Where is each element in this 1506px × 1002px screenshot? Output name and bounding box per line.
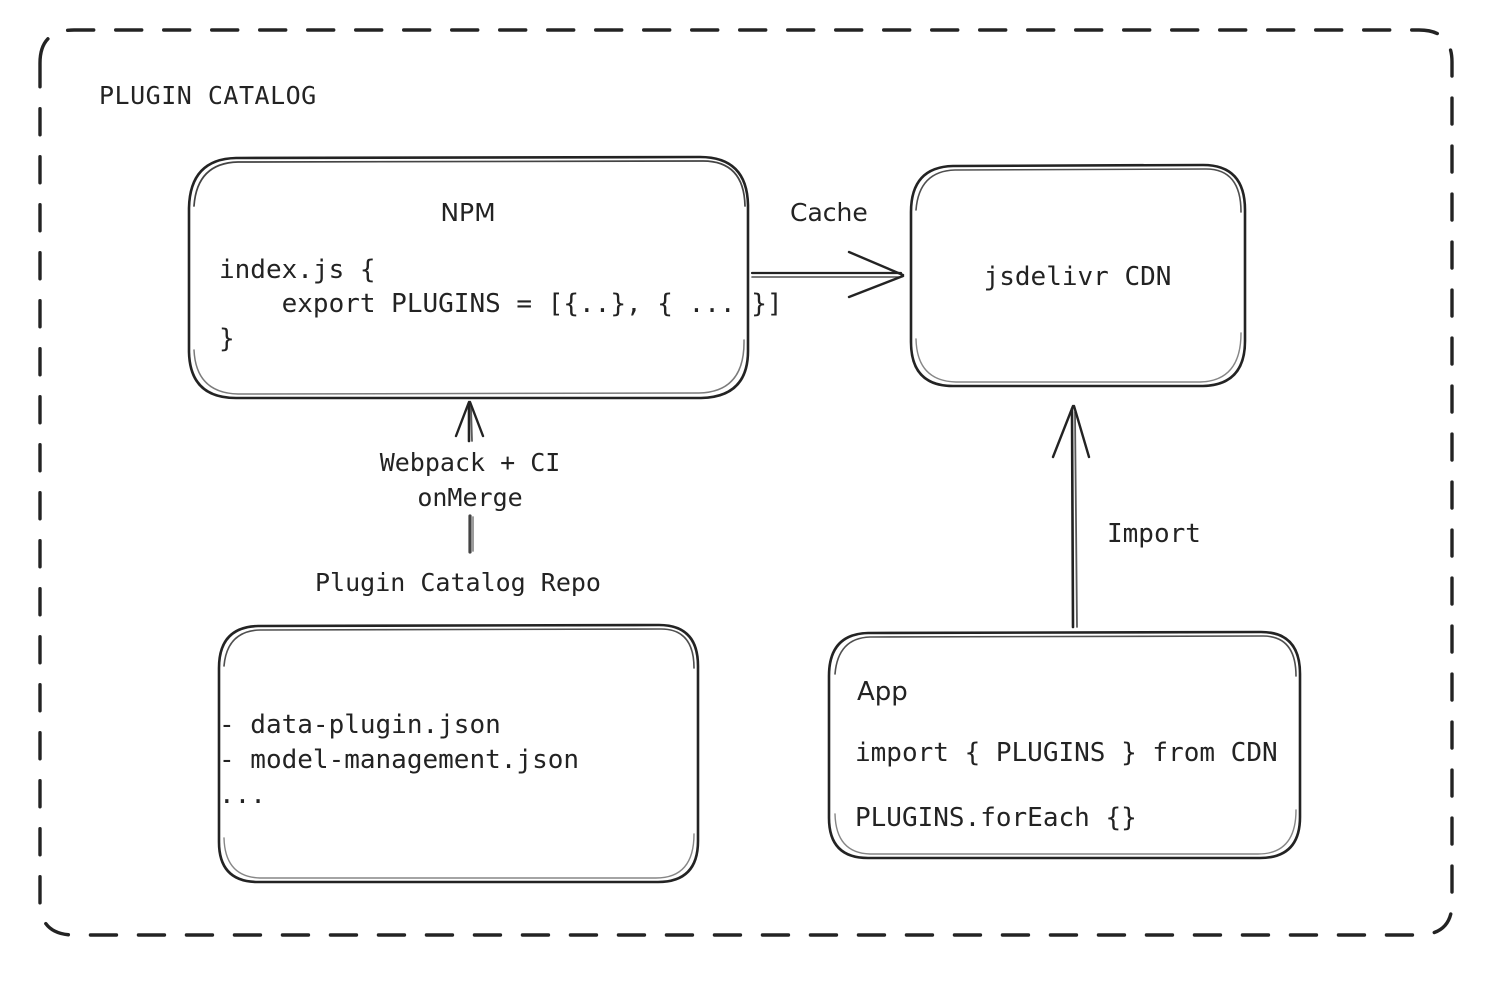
plugin-catalog-title: PLUGIN CATALOG — [99, 81, 317, 110]
import-edge-label: Import — [1107, 519, 1201, 549]
npm-node-code: index.js { export PLUGINS = [{..}, { ...… — [219, 255, 783, 354]
cdn-node-title: jsdelivr CDN — [983, 262, 1172, 292]
app-node-import-line: import { PLUGINS } from CDN — [855, 738, 1278, 768]
build-edge-label: Webpack + CI onMerge — [379, 448, 561, 512]
npm-node-title: NPM — [440, 198, 496, 227]
cache-edge-label: Cache — [790, 198, 868, 227]
app-node-foreach-line: PLUGINS.forEach {} — [855, 803, 1137, 833]
app-node-title: App — [857, 677, 908, 707]
import-arrow — [1051, 404, 1091, 629]
repo-node-label: Plugin Catalog Repo — [315, 568, 601, 597]
repo-node-file-list: - data-plugin.json - model-management.js… — [219, 710, 580, 810]
